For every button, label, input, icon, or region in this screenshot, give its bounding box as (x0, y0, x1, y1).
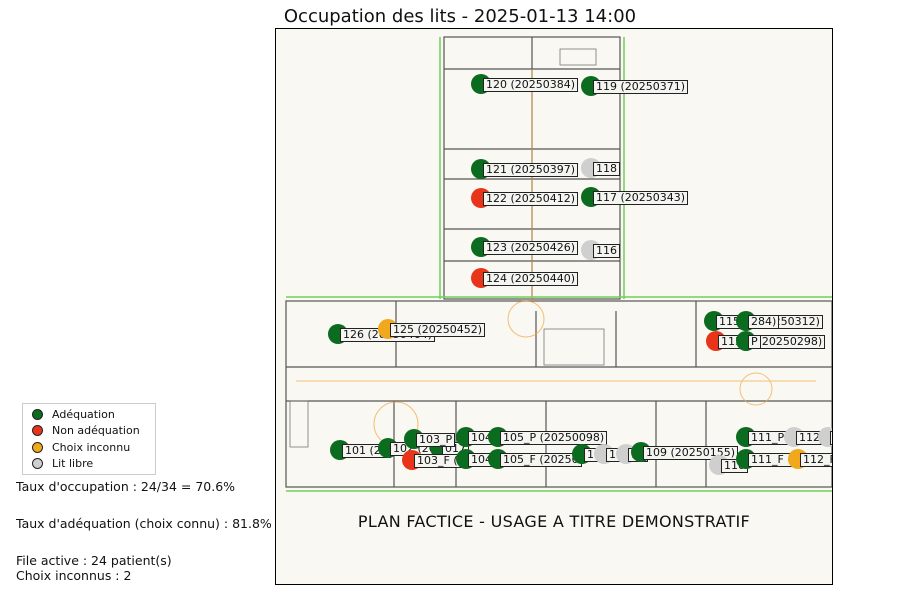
demo-watermark: PLAN FACTICE - USAGE A TITRE DEMONSTRATI… (357, 512, 751, 531)
bed-label: 121 (20250397) (483, 163, 579, 177)
legend-swatch-adequation (32, 408, 43, 420)
bed-label: 103_P (416, 433, 456, 447)
bed-label: 105_P (20250098) (500, 431, 608, 445)
bed-markers: 120 (20250384) 119 (20250371) 121 (2025039… (276, 29, 832, 584)
legend: Adéquation Non adéquation Choix inconnu … (22, 403, 156, 475)
legend-item-choix-inconnu: Choix inconnu (23, 439, 155, 456)
bed-label: 96) (830, 431, 832, 445)
unknown-choices: Choix inconnus : 2 (16, 568, 132, 583)
legend-item-adequation: Adéquation (23, 406, 155, 423)
legend-label: Lit libre (52, 457, 94, 471)
legend-item-lit-libre: Lit libre (23, 456, 155, 473)
chart-title: Occupation des lits - 2025-01-13 14:00 (283, 6, 637, 27)
bed-label: 124 (20250440) (483, 272, 579, 286)
legend-swatch-lit-libre (32, 458, 43, 470)
bed-label: 105_F (20250 (500, 453, 582, 467)
floor-plan: 120 (20250384) 119 (20250371) 121 (2025039… (275, 28, 833, 585)
adequation-rate: Taux d'adéquation (choix connu) : 81.8% (16, 516, 272, 531)
bed-label: 118 (593, 162, 620, 176)
legend-label: Choix inconnu (52, 440, 131, 454)
bed-label: 120 (20250384) (483, 78, 579, 92)
bed-label: 122 (20250412) (483, 192, 579, 206)
bed-label: 125 (20250452) (390, 323, 486, 337)
active-patients: File active : 24 patient(s) (16, 553, 172, 568)
bed-label: 117 (20250343) (593, 191, 689, 205)
bed-label: 116 (593, 244, 620, 258)
occupation-rate: Taux d'occupation : 24/34 = 70.6% (16, 479, 236, 494)
legend-label: Adéquation (52, 407, 115, 421)
bed-marker-libre (818, 427, 832, 447)
bed-label: 123 (20250426) (483, 241, 579, 255)
legend-label: Non adéquation (52, 424, 140, 438)
bed-label: 112_F (20250211) (800, 453, 832, 467)
legend-swatch-non-adequation (32, 425, 43, 437)
floor-plan-drawing (285, 36, 832, 492)
bed-label: 284) (748, 315, 780, 329)
bed-label: 119 (20250371) (593, 80, 689, 94)
bed-label: 103_F (2 (414, 454, 468, 468)
bed-label: P (748, 335, 761, 349)
legend-swatch-choix-inconnu (32, 441, 43, 453)
legend-item-non-adequation: Non adéquation (23, 423, 155, 440)
bed-label: 115_P (20250298) (718, 335, 826, 349)
